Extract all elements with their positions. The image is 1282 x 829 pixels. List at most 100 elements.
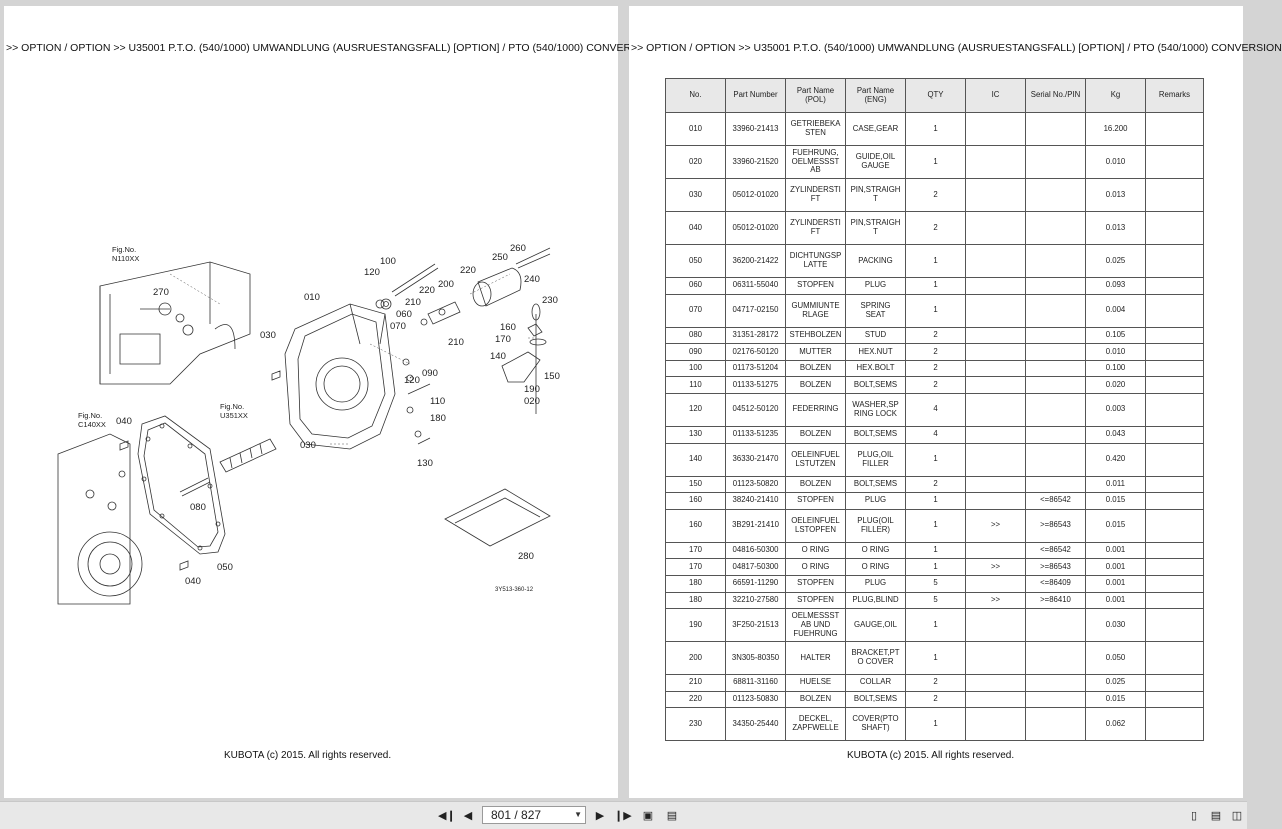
table-cell xyxy=(1145,574,1204,593)
table-cell: 120 xyxy=(665,392,726,427)
page-number-select[interactable]: 801 / 827 ▼ xyxy=(482,806,586,824)
prev-page-icon[interactable]: ◀ xyxy=(463,810,473,822)
table-cell: BOLZEN xyxy=(785,475,846,494)
table-cell: 0.015 xyxy=(1085,492,1146,510)
table-header-cell: Part Number xyxy=(725,78,786,113)
table-cell: 0.013 xyxy=(1085,211,1146,245)
table-cell xyxy=(1145,608,1204,643)
table-cell: WASHER,SP RING LOCK xyxy=(845,392,906,427)
table-cell xyxy=(1025,707,1086,742)
table-header-cell: No. xyxy=(665,78,726,113)
table-cell xyxy=(1145,293,1204,328)
table-cell: 0.013 xyxy=(1085,178,1146,212)
table-cell: PACKING xyxy=(845,244,906,278)
table-cell: 2 xyxy=(905,376,966,394)
table-cell: 0.001 xyxy=(1085,574,1146,593)
shaft-shape xyxy=(219,438,277,473)
table-cell xyxy=(1025,674,1086,692)
exploded-parts-diagram: Fig.No. N110XX Fig.No. U351XX Fig.No. C1… xyxy=(57,243,560,605)
callout: 190 xyxy=(524,384,540,395)
table-cell: 090 xyxy=(665,343,726,361)
table-cell: OELEINFUEL LSTOPFEN xyxy=(785,508,846,543)
callout: 170 xyxy=(495,334,511,345)
table-cell xyxy=(1145,326,1204,345)
pto-cover-shape xyxy=(477,267,522,307)
table-cell: 36200-21422 xyxy=(725,244,786,278)
continuous-page-icon[interactable]: ▤ xyxy=(1210,810,1222,822)
table-cell: 1 xyxy=(905,244,966,278)
callout: 050 xyxy=(217,562,233,573)
table-cell: HEX.NUT xyxy=(845,343,906,361)
breadcrumb: >> OPTION / OPTION >> U35001 P.T.O. (540… xyxy=(631,42,1282,54)
table-cell: ZYLINDERSTI FT xyxy=(785,178,846,212)
table-cell: 1 xyxy=(905,112,966,146)
table-cell: 150 xyxy=(665,475,726,494)
table-cell xyxy=(1025,608,1086,643)
two-page-icon[interactable]: ◫ xyxy=(1231,810,1243,822)
copyright-footer: KUBOTA (c) 2015. All rights reserved. xyxy=(224,750,392,761)
callout: 270 xyxy=(153,287,169,298)
callout: 060 xyxy=(396,309,412,320)
table-cell: 0.011 xyxy=(1085,475,1146,494)
table-cell: 220 xyxy=(665,690,726,709)
table-cell: <=86542 xyxy=(1025,492,1086,510)
next-page-icon[interactable]: ▶ xyxy=(595,810,605,822)
callout: 220 xyxy=(419,285,435,296)
last-page-icon[interactable]: ❙▶ xyxy=(614,810,632,822)
table-cell: BOLZEN xyxy=(785,690,846,709)
single-page-icon[interactable]: ▯ xyxy=(1190,810,1198,822)
table-cell: 0.043 xyxy=(1085,425,1146,444)
table-cell xyxy=(1025,442,1086,477)
callout: 090 xyxy=(422,368,438,379)
table-cell: 04512-50120 xyxy=(725,392,786,427)
table-cell: 1 xyxy=(905,277,966,295)
table-cell xyxy=(965,376,1026,394)
table-cell xyxy=(1025,641,1086,676)
table-cell xyxy=(1025,293,1086,328)
table-cell: 070 xyxy=(665,293,726,328)
table-cell: 1 xyxy=(905,293,966,328)
table-cell: DICHTUNGSP LATTE xyxy=(785,244,846,278)
table-cell: 0.001 xyxy=(1085,541,1146,560)
table-cell: 190 xyxy=(665,608,726,643)
table-cell: 3F250-21513 xyxy=(725,608,786,643)
fit-width-icon[interactable]: ▤ xyxy=(666,810,678,822)
table-cell: 050 xyxy=(665,244,726,278)
table-cell: 230 xyxy=(665,707,726,742)
table-cell xyxy=(1025,343,1086,361)
gasket-shape xyxy=(137,415,226,555)
chevron-down-icon: ▼ xyxy=(574,810,582,819)
first-page-icon[interactable]: ◀❙ xyxy=(438,810,456,822)
table-cell: 31351-28172 xyxy=(725,326,786,345)
table-cell: 180 xyxy=(665,574,726,593)
table-cell xyxy=(1145,244,1204,278)
table-cell xyxy=(1145,508,1204,543)
callout: 230 xyxy=(542,295,558,306)
table-cell xyxy=(1025,145,1086,179)
table-cell: 180 xyxy=(665,591,726,610)
table-cell: 01123-50820 xyxy=(725,475,786,494)
table-header-cell: Remarks xyxy=(1145,78,1204,113)
table-cell: 020 xyxy=(665,145,726,179)
fig-ref-c140xx-id: C140XX xyxy=(78,420,106,429)
table-cell: O RING xyxy=(845,558,906,576)
table-cell: 05012-01020 xyxy=(725,211,786,245)
callout: 030 xyxy=(300,440,316,451)
table-cell: <=86542 xyxy=(1025,541,1086,560)
table-cell: BOLT,SEMS xyxy=(845,425,906,444)
table-cell: 2 xyxy=(905,690,966,709)
table-cell: COVER(PTO SHAFT) xyxy=(845,707,906,742)
fit-page-icon[interactable]: ▣ xyxy=(642,810,654,822)
table-cell: 04816-50300 xyxy=(725,541,786,560)
table-cell: PIN,STRAIGH T xyxy=(845,178,906,212)
table-cell xyxy=(1145,475,1204,494)
table-cell: 32210-27580 xyxy=(725,591,786,610)
callout: 250 xyxy=(492,252,508,263)
table-cell xyxy=(1145,425,1204,444)
callout: 070 xyxy=(390,321,406,332)
